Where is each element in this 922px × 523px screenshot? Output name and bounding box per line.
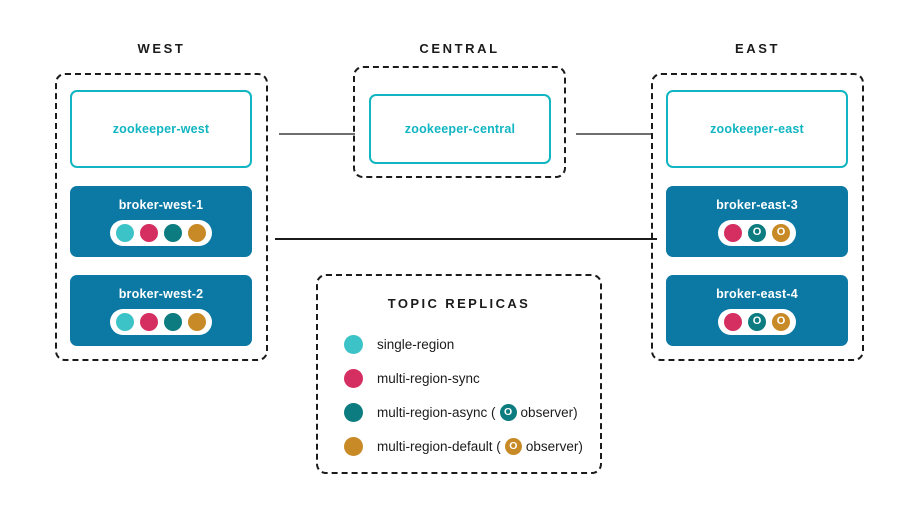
region-header-east: EAST — [734, 41, 781, 56]
legend-item-multi-region-default: multi-region-default ( O observer) — [344, 429, 600, 463]
broker-node-label: broker-east-3 — [716, 197, 798, 212]
observer-badge-icon: O — [499, 403, 517, 421]
replica-dot-multi-region-sync — [140, 223, 158, 242]
legend-item-single-region: single-region — [344, 327, 600, 361]
zookeeper-node-central[interactable]: zookeeper-central — [369, 94, 551, 164]
replica-dot-multi-region-default-observer: O — [772, 223, 790, 242]
legend-label-text: multi-region-async ( — [377, 404, 496, 420]
legend-label-text: multi-region-default ( — [377, 438, 501, 454]
region-box-west — [55, 73, 268, 361]
observer-badge-icon: O — [504, 437, 522, 455]
replica-dot-multi-region-sync — [724, 223, 742, 242]
legend-label: multi-region-sync — [377, 371, 480, 386]
replica-pill: O O — [718, 308, 796, 335]
connector-zookeeper-west-central — [279, 133, 355, 135]
zookeeper-node-east[interactable]: zookeeper-east — [666, 90, 848, 168]
replica-dot-multi-region-async — [164, 223, 182, 242]
region-header-west: WEST — [137, 41, 186, 56]
replica-dot-multi-region-default-observer: O — [772, 312, 790, 331]
legend-title: TOPIC REPLICAS — [387, 296, 531, 311]
connector-broker-west-east — [275, 238, 657, 240]
broker-node-west-1[interactable]: broker-west-1 — [70, 186, 252, 257]
replica-pill: O O — [718, 219, 796, 246]
replica-pill — [110, 219, 212, 246]
legend-swatch-multi-region-sync — [344, 368, 363, 388]
broker-node-label: broker-west-2 — [118, 286, 204, 301]
region-header-central: CENTRAL — [419, 41, 500, 56]
legend-label: single-region — [377, 337, 454, 352]
broker-node-label: broker-east-4 — [716, 286, 798, 301]
broker-node-east-3[interactable]: broker-east-3 O O — [666, 186, 848, 257]
replica-dot-multi-region-sync — [140, 312, 158, 331]
broker-node-west-2[interactable]: broker-west-2 — [70, 275, 252, 346]
legend-label-suffix: observer) — [525, 438, 583, 454]
replica-dot-multi-region-default — [188, 312, 206, 331]
legend-item-multi-region-sync: multi-region-sync — [344, 361, 600, 395]
broker-node-label: broker-west-1 — [118, 197, 204, 212]
legend-swatch-single-region — [344, 334, 363, 354]
legend-label-text: single-region — [377, 336, 455, 352]
legend-label: multi-region-default ( O observer) — [377, 437, 583, 455]
legend-label: multi-region-async ( O observer) — [377, 403, 578, 421]
zookeeper-node-label: zookeeper-west — [112, 122, 210, 136]
zookeeper-node-label: zookeeper-central — [404, 122, 516, 136]
region-box-central — [353, 66, 566, 178]
replica-dot-multi-region-sync — [724, 312, 742, 331]
region-box-east — [651, 73, 864, 361]
replica-dot-multi-region-default — [188, 223, 206, 242]
legend-swatch-multi-region-async — [344, 402, 363, 422]
replica-dot-multi-region-async-observer: O — [748, 223, 766, 242]
replica-dot-single-region — [116, 312, 134, 331]
replica-dot-single-region — [116, 223, 134, 242]
legend-rows: single-region multi-region-sync multi-re… — [318, 327, 600, 463]
broker-node-east-4[interactable]: broker-east-4 O O — [666, 275, 848, 346]
zookeeper-node-west[interactable]: zookeeper-west — [70, 90, 252, 168]
legend-label-text: multi-region-sync — [377, 370, 480, 386]
replica-dot-multi-region-async-observer: O — [748, 312, 766, 331]
connector-zookeeper-central-east — [576, 133, 652, 135]
replica-pill — [110, 308, 212, 335]
zookeeper-node-label: zookeeper-east — [710, 122, 804, 136]
legend-box: TOPIC REPLICAS single-region multi-regio… — [316, 274, 602, 474]
legend-item-multi-region-async: multi-region-async ( O observer) — [344, 395, 600, 429]
replica-dot-multi-region-async — [164, 312, 182, 331]
legend-label-suffix: observer) — [520, 404, 578, 420]
legend-swatch-multi-region-default — [344, 436, 363, 456]
